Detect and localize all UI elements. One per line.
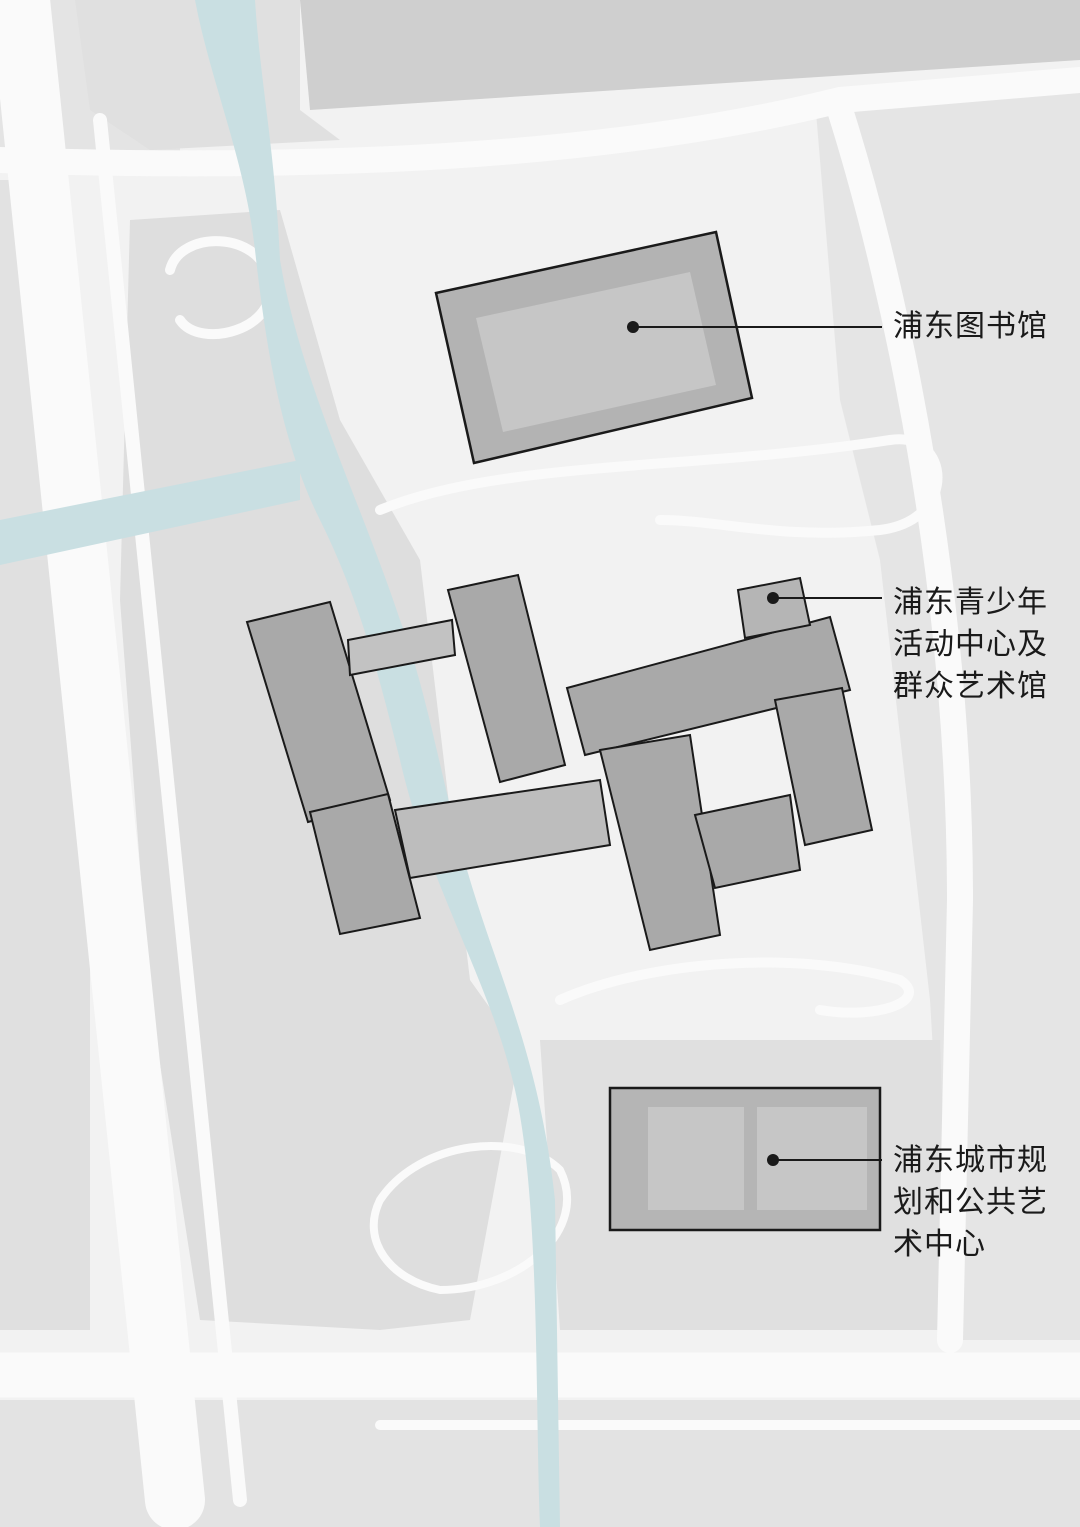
library-label: 浦东图书馆 — [893, 309, 1048, 344]
planning-center-building — [608, 1086, 882, 1232]
callout-leaders — [627, 321, 882, 1166]
planning-center-label: 浦东城市规 划和公共艺 术中心 — [893, 1143, 1048, 1262]
leader-dot-library — [627, 321, 639, 333]
ground-block-west-residential — [0, 560, 90, 1330]
youth-wing-center-north — [446, 573, 567, 784]
road-west-parallel — [93, 113, 247, 1507]
youth-bridge-north — [346, 618, 457, 677]
river — [0, 0, 560, 1527]
ground-block-top-dark — [300, 0, 1080, 110]
youth-wing-center-south — [598, 733, 722, 952]
road-west-main — [0, 0, 205, 1527]
youth-bridge-south — [393, 778, 612, 880]
library-roof-inner — [476, 272, 716, 432]
road-loop-north — [375, 434, 943, 538]
leader-dot-planning-center — [767, 1154, 779, 1166]
river-branch-west — [0, 460, 300, 565]
road-loop-south — [555, 957, 914, 1018]
youth-wing-east — [773, 686, 874, 847]
youth-wing-long — [565, 615, 852, 757]
youth-annex-ne — [736, 576, 812, 640]
youth-center-label: 浦东青少年 活动中心及 群众艺术馆 — [893, 585, 1048, 704]
road-east-curve — [827, 97, 974, 1353]
leader-dot-youth-center — [767, 592, 779, 604]
youth-wing-east-south — [693, 793, 802, 890]
library-building — [434, 230, 754, 465]
ground-block-top-mid — [75, 0, 340, 150]
river-channel — [195, 0, 560, 1527]
road-north — [0, 67, 1080, 177]
youth-center-building — [245, 573, 874, 952]
youth-wing-west-south — [308, 792, 422, 936]
planning-roof-panel-west — [648, 1107, 744, 1210]
